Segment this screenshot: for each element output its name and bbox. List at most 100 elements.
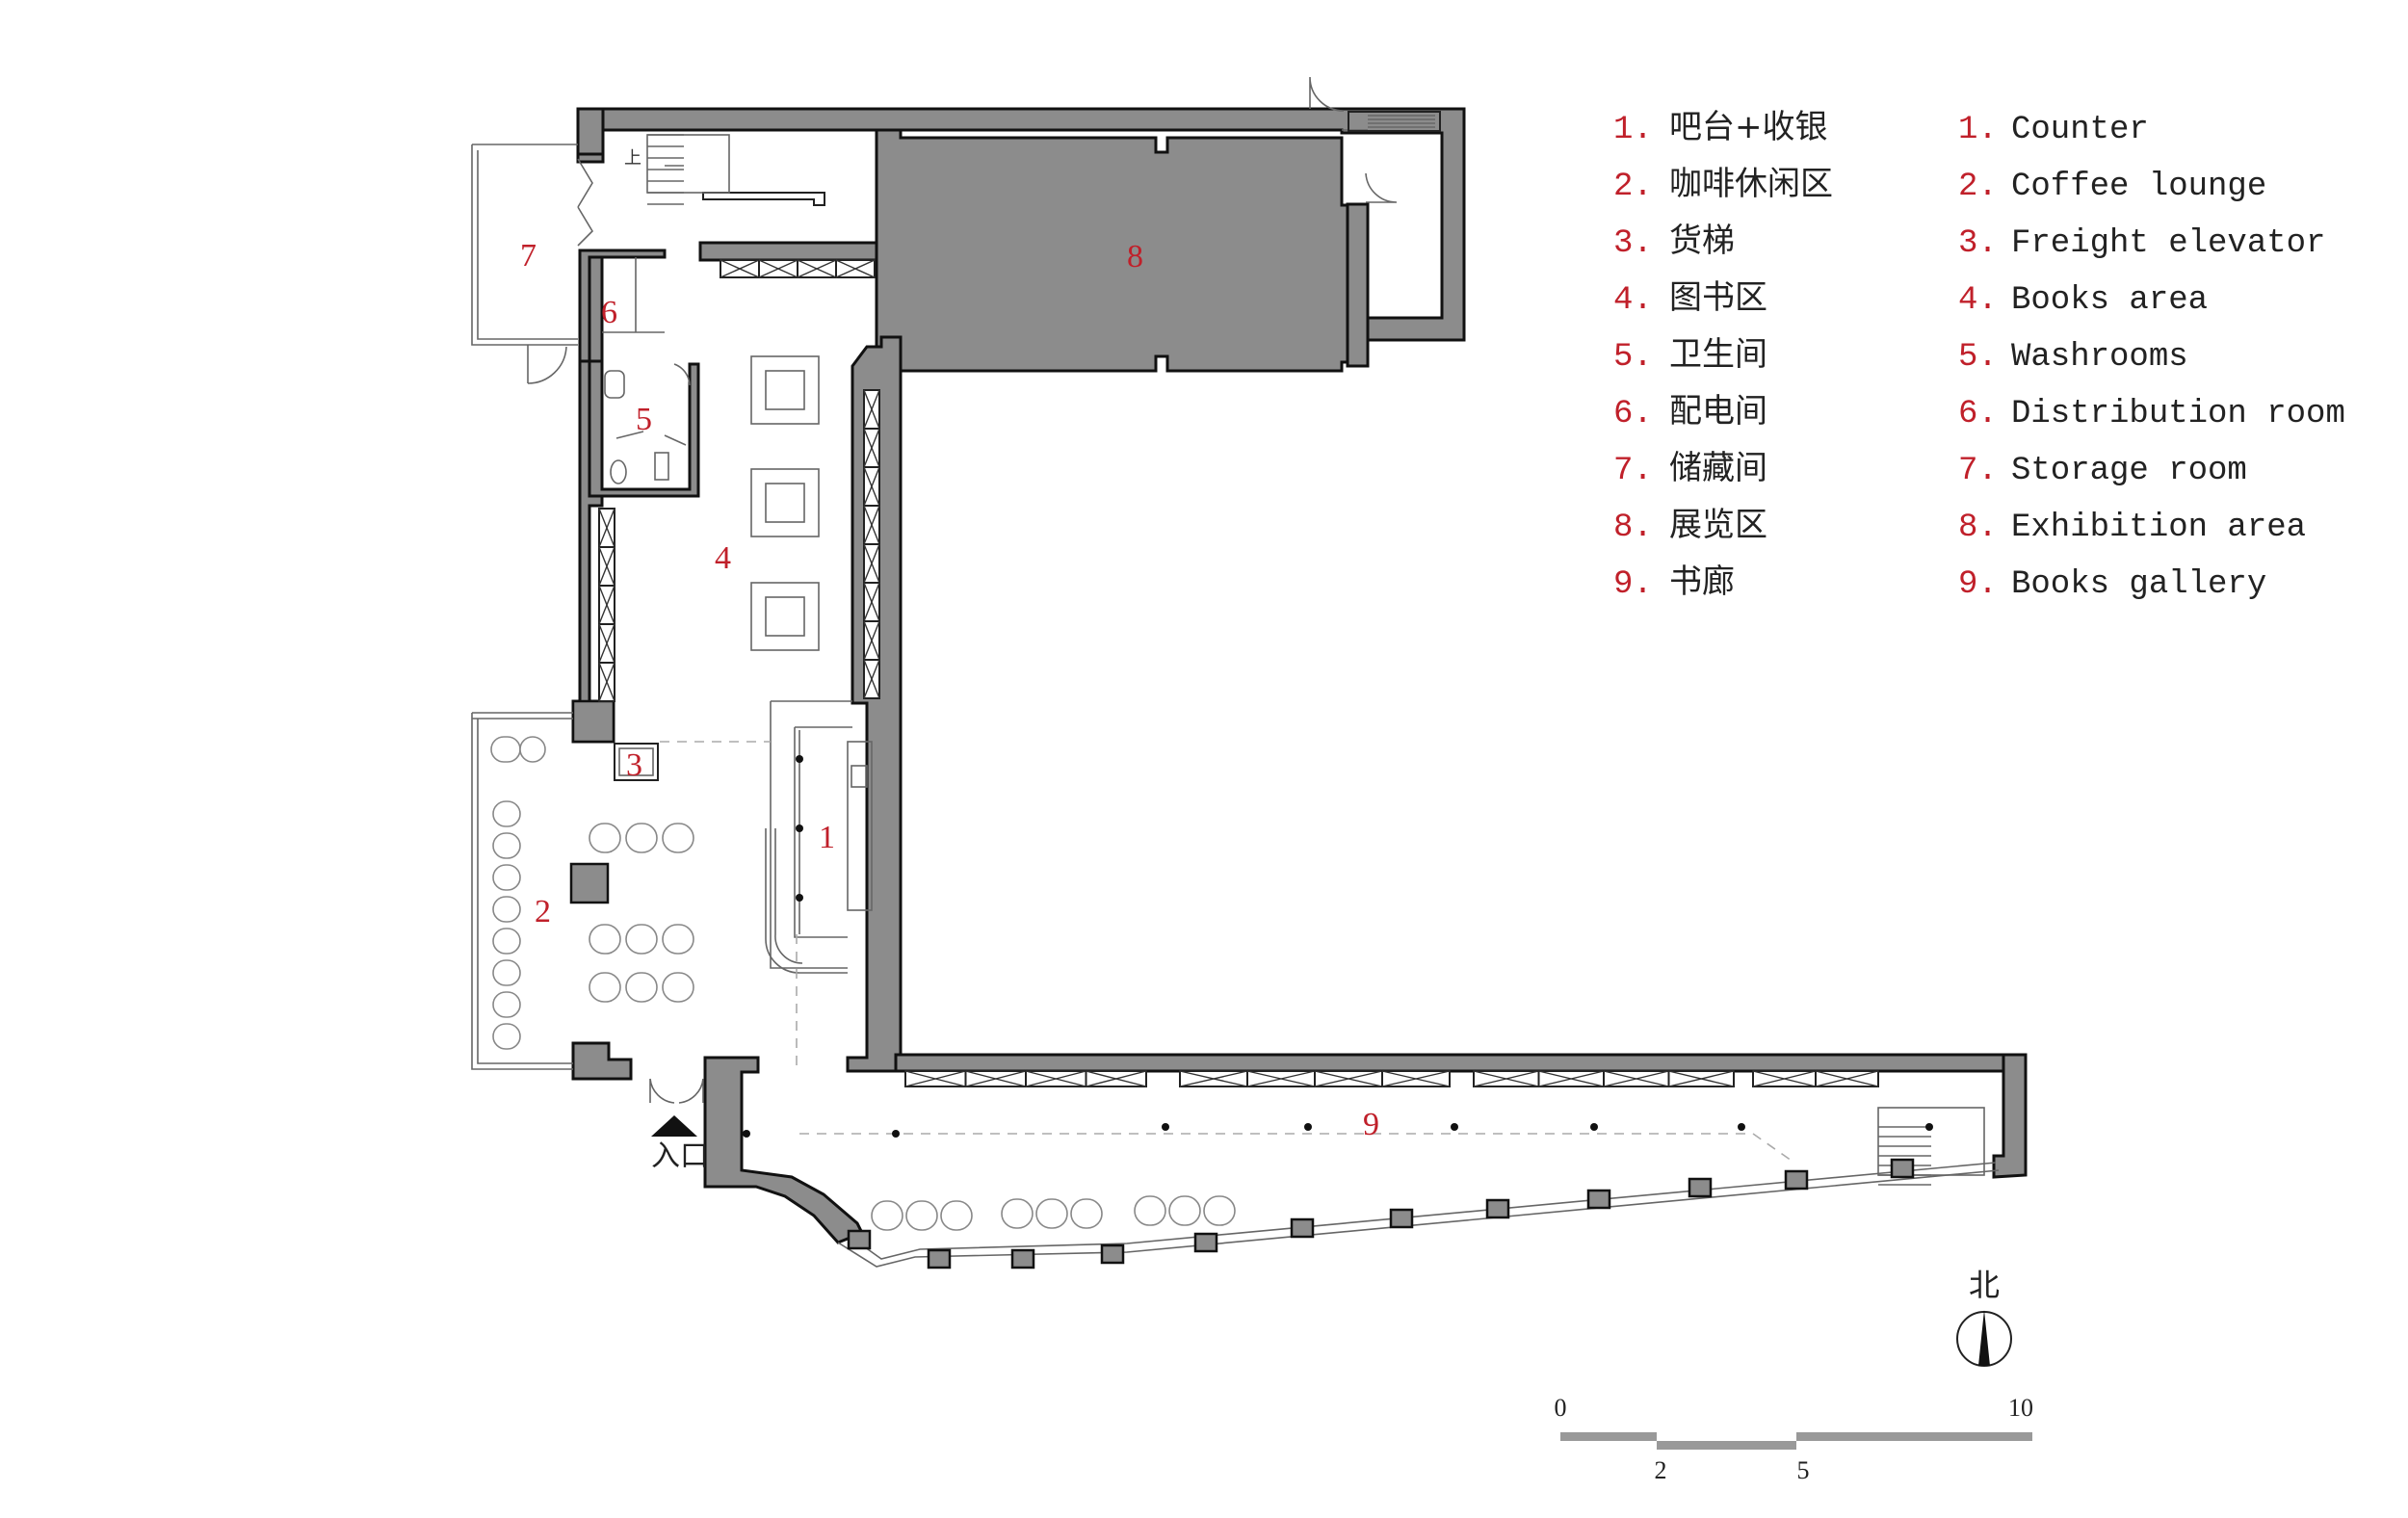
gallery-pier — [1586, 1189, 1611, 1210]
freight-door-frame — [1348, 111, 1441, 132]
legend-zh-label: 咖啡休闲区 — [1669, 165, 1833, 203]
legend-en-number: 5. — [1958, 339, 1998, 376]
gallery-pier — [1193, 1232, 1218, 1253]
legend-en-label: Washrooms — [2011, 339, 2188, 376]
table-set — [589, 823, 694, 853]
gallery-pier — [1389, 1208, 1414, 1229]
scale-seg-5-10 — [1796, 1432, 2032, 1441]
north-arrow: 北 — [1956, 1267, 2012, 1367]
shelf-cross — [1381, 1070, 1451, 1087]
legend-zh-label: 货梯 — [1669, 222, 1735, 260]
chair — [905, 1200, 938, 1231]
gallery-glass-inner — [847, 1162, 1997, 1260]
column-dot — [1451, 1123, 1458, 1131]
legend-zh-number: 1. — [1613, 112, 1653, 148]
room-number-1: 1 — [819, 820, 835, 855]
bookshelf — [863, 389, 880, 699]
entrance-label: 入口 — [651, 1139, 709, 1173]
gallery-pier — [1784, 1169, 1809, 1191]
shelf-cross — [863, 428, 880, 468]
zone-boundary — [660, 741, 1793, 1162]
column-dot — [1162, 1123, 1169, 1131]
wall-exhibition-bottom — [865, 128, 1368, 378]
storage-door-lines — [577, 158, 594, 247]
shelf-cross — [1473, 1070, 1539, 1087]
freight-door-ticks — [1368, 115, 1435, 128]
lounge-seats — [490, 736, 694, 1050]
wall-north-storage-top — [576, 107, 605, 159]
washroom-door — [615, 363, 691, 446]
legend-zh-label: 展览区 — [1669, 506, 1767, 544]
column-dot — [796, 824, 803, 832]
stair-up-label: 上 — [624, 148, 641, 169]
bookshelf — [720, 259, 876, 278]
room-number-4: 4 — [715, 540, 731, 576]
shelf-cross — [1603, 1070, 1669, 1087]
legend-item: 8. 展览区 8. Exhibition area — [1613, 506, 2306, 546]
scale-seg-2-5 — [1657, 1441, 1796, 1450]
shelf-cross — [863, 582, 880, 622]
column-dot — [1738, 1123, 1745, 1131]
table-set — [589, 924, 694, 955]
wall-stair-partition — [698, 241, 878, 262]
chair — [492, 864, 521, 891]
gallery-pier — [1290, 1217, 1315, 1239]
gallery-pier — [1100, 1243, 1125, 1265]
chair — [589, 924, 621, 955]
counter-back-bench — [847, 741, 873, 911]
legend-zh-number: 5. — [1613, 339, 1653, 376]
legend-en-number: 6. — [1958, 396, 1998, 432]
legend-en-label: Counter — [2011, 112, 2149, 148]
entrance-marker: 入口 — [651, 1115, 709, 1173]
chair — [662, 924, 694, 955]
room-number-8: 8 — [1127, 239, 1143, 275]
shelf-cross — [1179, 1070, 1248, 1087]
shelf-cross — [598, 585, 615, 625]
chair — [625, 823, 658, 853]
shelves — [598, 259, 1879, 1087]
shelf-cross — [720, 259, 760, 278]
legend-en-number: 7. — [1958, 453, 1998, 489]
legend-zh-label: 吧台+收银 — [1669, 108, 1828, 146]
gallery-seats — [871, 1195, 1236, 1231]
legend-zh-number: 8. — [1613, 510, 1653, 546]
legend-zh-number: 2. — [1613, 169, 1653, 205]
room-number-3: 3 — [626, 747, 642, 783]
legend-en-label: Coffee lounge — [2011, 169, 2266, 205]
chair — [1134, 1195, 1166, 1226]
bookshelf — [1752, 1070, 1879, 1087]
legend-item: 2. 咖啡休闲区 2. Coffee lounge — [1613, 165, 2266, 205]
room-number-6: 6 — [601, 295, 617, 330]
display-tables — [750, 355, 820, 651]
chair — [625, 924, 658, 955]
legend-en-label: Distribution room — [2011, 396, 2345, 432]
wall-storage-inner — [576, 152, 605, 164]
counter-curve — [765, 828, 848, 974]
chair — [1035, 1198, 1068, 1229]
shelf-cross — [1314, 1070, 1383, 1087]
gallery-pier — [1890, 1158, 1915, 1179]
shelf-cross — [863, 466, 880, 507]
lounge-window — [471, 712, 573, 1070]
chair — [1001, 1198, 1034, 1229]
wall-washroom-east — [588, 359, 700, 498]
column-dot — [1304, 1123, 1312, 1131]
east-door — [1365, 172, 1398, 203]
gallery-pier — [1010, 1248, 1035, 1269]
shelf-cross — [758, 259, 798, 278]
entrance-doors — [649, 1078, 704, 1104]
legend-en-number: 8. — [1958, 510, 1998, 546]
legend-en-label: Exhibition area — [2011, 510, 2306, 546]
column-lounge-top — [571, 699, 615, 744]
chair — [1070, 1198, 1103, 1229]
legend-zh-number: 6. — [1613, 396, 1653, 432]
legend-en-number: 2. — [1958, 169, 1998, 205]
gallery-pier — [1485, 1198, 1510, 1219]
furniture — [471, 76, 2000, 1269]
legend-zh-label: 图书区 — [1669, 278, 1767, 317]
scale-tick-2: 2 — [1655, 1456, 1667, 1484]
room-number-5: 5 — [636, 402, 652, 437]
shelf-cross — [598, 546, 615, 587]
